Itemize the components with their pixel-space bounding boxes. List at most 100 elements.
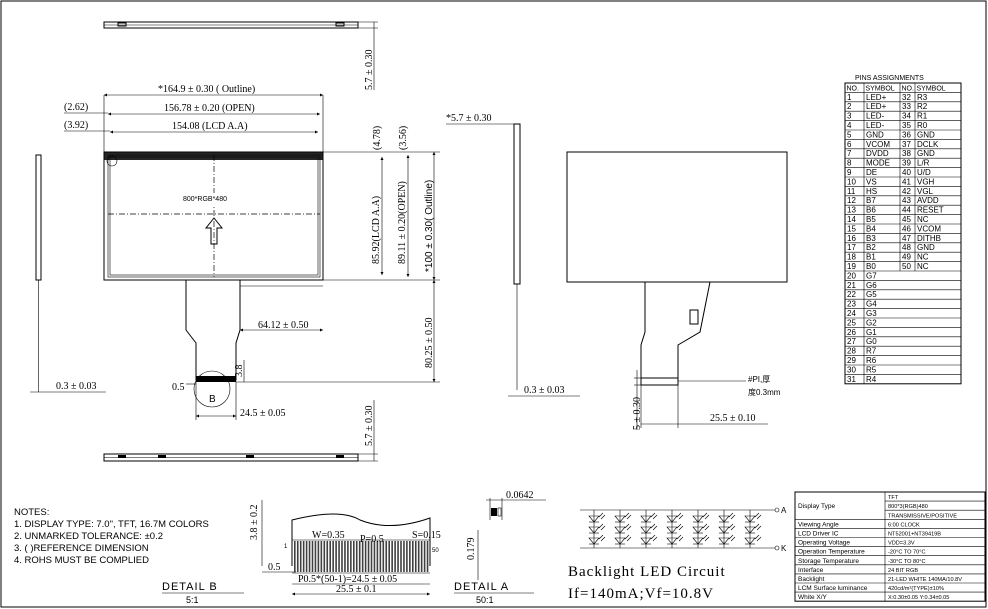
detail-b-p: P=0.5 — [360, 534, 384, 545]
detail-a-scale: 50:1 — [476, 595, 494, 605]
detail-b: 3.8 ± 0.2 W=0.35 P=0.5 S=0.15 1 50 0.5 P… — [162, 500, 441, 605]
pin-table-cell: MODE — [866, 159, 890, 168]
pin-table-header: NO. — [847, 85, 860, 92]
pin-table-cell: VGL — [917, 187, 934, 196]
pin-table-cell: G0 — [866, 337, 877, 346]
pin-table-cell: G2 — [866, 318, 877, 327]
spec-label: Interface — [798, 567, 824, 574]
pin-table-cell: 36 — [902, 130, 911, 139]
dim-offset-392: (3.92) — [64, 120, 88, 131]
spec-value: TFT — [888, 495, 899, 501]
pin-table-cell: VCOM — [866, 140, 890, 149]
detail-b-pin50: 50 — [432, 548, 439, 554]
detail-a-side: 0.179 — [466, 538, 477, 561]
pin-table-header: NO. — [902, 85, 915, 92]
pin-table-cell: R7 — [866, 347, 877, 356]
pin-table-cell: 44 — [902, 206, 911, 215]
pin-table-cell: 19 — [847, 262, 856, 271]
pin-table-cell: 16 — [847, 234, 856, 243]
left-side-view — [35, 154, 42, 281]
spec-table: Display TypeTFT800*3(RGB)480TRANSMISSIVE… — [794, 491, 986, 602]
detail-b-w: W=0.35 — [312, 530, 345, 541]
spec-value: 420cd/m²(TYPE)±10% — [888, 586, 944, 592]
spec-value: TRANSMISSIVE/POSITIVE — [888, 513, 957, 519]
spec-value: VDD=3.3V — [888, 541, 915, 547]
detail-b-marker: B — [209, 394, 216, 405]
pin-table-cell: B7 — [866, 196, 876, 205]
pin-table-cell: U/D — [917, 168, 931, 177]
dim-open-width: 156.78 ± 0.20 (OPEN) — [164, 103, 255, 114]
panel-outline — [103, 151, 324, 281]
pin-table-cell: 28 — [847, 347, 856, 356]
orientation-arrow — [204, 217, 224, 245]
back-fpc — [640, 281, 711, 386]
pin-table-cell: GND — [917, 243, 935, 252]
dim-back-fpc-thk: 5 ± 0.30 — [632, 397, 643, 430]
pin-table-cell: B4 — [866, 224, 876, 233]
pin-table-cell: DITHB — [917, 234, 941, 243]
side-view — [513, 123, 521, 285]
resolution-label: 800*RGB*480 — [183, 196, 227, 203]
dim-outline-height: *100 ± 0.30( Outline) — [424, 180, 435, 272]
pin-table-cell: 2 — [847, 102, 852, 111]
note-4: 4. ROHS MUST BE COMPLIED — [14, 555, 149, 566]
backlight-title: Backlight LED Circuit — [568, 564, 726, 580]
notes-block: NOTES: 1. DISPLAY TYPE: 7.0", TFT, 16.7M… — [14, 507, 209, 566]
pin-table-cell: B5 — [866, 215, 876, 224]
pin-table-cell: 9 — [847, 168, 852, 177]
spec-value: 6:00 CLOCK — [888, 522, 920, 528]
pin-table-cell: 30 — [847, 365, 856, 374]
pin-table-cell: 17 — [847, 243, 856, 252]
spec-value: 21-LED WHITE 140MA/10.8V — [888, 577, 962, 583]
pin-table-cell: 18 — [847, 253, 856, 262]
notes-title: NOTES: — [14, 507, 49, 518]
pin-table-cell: B6 — [866, 206, 876, 215]
dim-top-thickness: 5.7 ± 0.30 — [364, 50, 375, 91]
pin-table-cell: RESET — [917, 206, 944, 215]
pin-table-cell: B1 — [866, 253, 876, 262]
detail-b-scale: 5:1 — [186, 595, 199, 605]
pin-table-cell: 34 — [902, 112, 911, 121]
detail-b-outline — [291, 513, 431, 566]
fpc-tail — [185, 280, 241, 381]
pin-table-cell: DE — [866, 168, 877, 177]
backlight-anode: A — [781, 506, 787, 515]
pin-table-cell: 23 — [847, 300, 856, 309]
pin-table-cell: L/R — [917, 159, 930, 168]
pin-table-cell: 10 — [847, 177, 856, 186]
pin-table-cell: 14 — [847, 215, 856, 224]
spec-label: Display Type — [798, 503, 835, 510]
pin-table-cell: 8 — [847, 159, 852, 168]
pin-table-cell: LED+ — [866, 102, 887, 111]
dim-left-edge: 0.3 ± 0.03 — [56, 381, 97, 392]
dim-aa-width: 154.08 (LCD A.A) — [172, 121, 248, 132]
pin-table-cell: VGH — [917, 177, 935, 186]
note-1: 1. DISPLAY TYPE: 7.0", TFT, 16.7M COLORS — [14, 519, 209, 530]
detail-a: 0.0642 0.179 DETAIL A 50:1 — [454, 490, 546, 605]
back-view: *5.7 ± 0.30 0.3 ± 0.03 #PI,厚 度0.3mm 5 ± … — [446, 113, 788, 430]
pin-table-cell: VCOM — [917, 224, 941, 233]
detail-b-pitch: P0.5*(50-1)=24.5 ± 0.05 — [298, 574, 397, 585]
led-array — [588, 510, 762, 548]
pin-table-cell: 25 — [847, 318, 856, 327]
dim-fpc-38: 3.8 — [234, 365, 245, 378]
dim-offset-478: (4.78) — [372, 126, 383, 150]
dim-back-left-edge: 0.3 ± 0.03 — [524, 385, 565, 396]
detail-a-top: 0.0642 — [506, 490, 534, 501]
pin-table-cell: G5 — [866, 290, 877, 299]
pin-table-cell: 21 — [847, 281, 856, 290]
pin-table-cell: G7 — [866, 271, 877, 280]
pin-table-cell: 45 — [902, 215, 911, 224]
pin-table-cell: B3 — [866, 234, 876, 243]
pin-table-cell: 43 — [902, 196, 911, 205]
backlight-circuit: A K Backlight LED Circuit If=140mA;Vf=10… — [568, 506, 787, 602]
pin-table-title: PINS ASSIGNMENTS — [855, 75, 924, 82]
dim-side-thickness: *5.7 ± 0.30 — [446, 113, 492, 124]
pin-table-cell: 6 — [847, 140, 852, 149]
front-view: 5.7 ± 0.30 *164.9 ± 0.30 ( Outline) (2.6… — [30, 21, 440, 462]
pin-table-cell: AVDD — [917, 196, 939, 205]
detail-b-pin1: 1 — [284, 544, 288, 550]
pin-table-cell: 35 — [902, 121, 911, 130]
pin-table-cell: LED- — [866, 112, 885, 121]
